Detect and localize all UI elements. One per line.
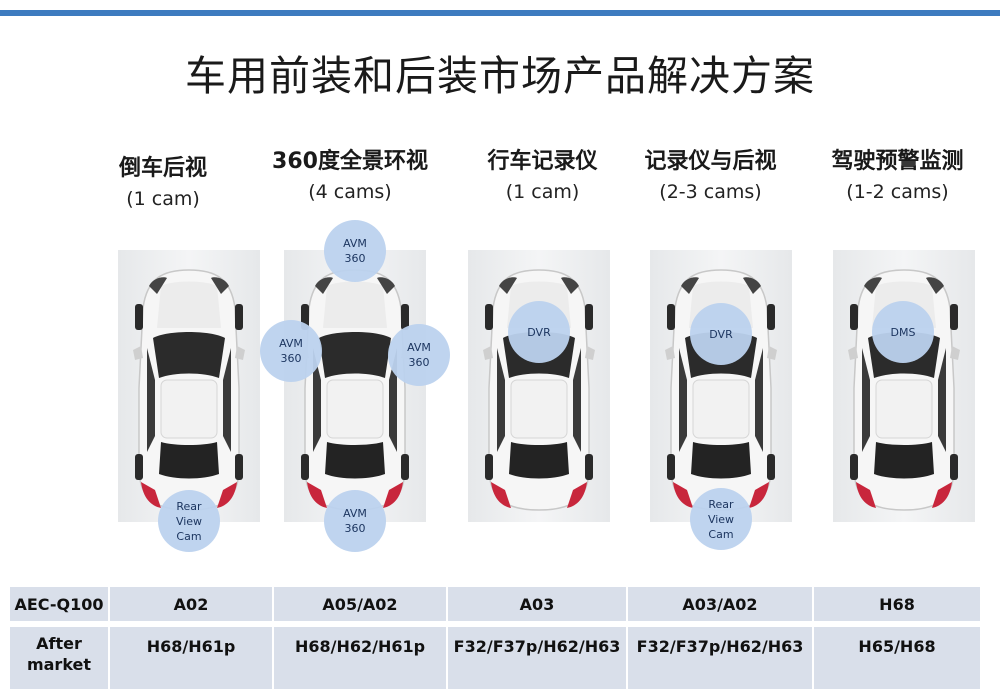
dms-bubble: DMS xyxy=(872,301,934,363)
column-title: 行车记录仪 xyxy=(487,149,598,174)
rear-view-cam-bubble: Rear View Cam xyxy=(158,490,220,552)
row-label: AEC-Q100 xyxy=(10,587,110,621)
column-header-rear-view: 倒车后视 (1 cam) xyxy=(88,150,238,210)
column-cams: (1-2 cams) xyxy=(846,181,949,203)
table-cell: H65/H68 xyxy=(814,627,982,689)
table-cell: H68/H61p xyxy=(110,627,274,689)
table-cell: H68 xyxy=(814,587,982,621)
column-header-dvr-rear: 记录仪与后视 (2-3 cams) xyxy=(628,143,793,203)
column-header-dms: 驾驶预警监测 (1-2 cams) xyxy=(810,143,985,203)
table-cell: A03 xyxy=(448,587,628,621)
table-cell: A05/A02 xyxy=(274,587,448,621)
car-top-view-icon xyxy=(133,269,245,511)
slide-title: 车用前装和后装市场产品解决方案 xyxy=(185,52,815,100)
avm-left-bubble: AVM 360 xyxy=(260,320,322,382)
table-row-aftermarket: After market H68/H61p H68/H62/H61p F32/F… xyxy=(10,627,982,689)
column-header-dvr: 行车记录仪 (1 cam) xyxy=(460,143,625,203)
dvr-bubble: DVR xyxy=(690,303,752,365)
table-cell: A02 xyxy=(110,587,274,621)
car-image-dms xyxy=(833,250,975,522)
table-cell: A03/A02 xyxy=(628,587,814,621)
table-row-aec-q100: AEC-Q100 A02 A05/A02 A03 A03/A02 H68 xyxy=(10,587,982,621)
row-label: After market xyxy=(10,627,110,689)
car-image-dvr-rear xyxy=(650,250,792,522)
car-image-avm360 xyxy=(284,250,426,522)
table-cell: F32/F37p/H62/H63 xyxy=(448,627,628,689)
car-image-dvr xyxy=(468,250,610,522)
table-cell: F32/F37p/H62/H63 xyxy=(628,627,814,689)
top-accent-rule xyxy=(0,10,1000,16)
column-title: 记录仪与后视 xyxy=(644,149,777,174)
column-cams: (1 cam) xyxy=(126,188,200,210)
column-title: 驾驶预警监测 xyxy=(831,149,964,174)
column-title: 倒车后视 xyxy=(118,156,207,181)
table-cell: H68/H62/H61p xyxy=(274,627,448,689)
avm-right-bubble: AVM 360 xyxy=(388,324,450,386)
column-cams: (2-3 cams) xyxy=(659,181,762,203)
column-cams: (1 cam) xyxy=(505,181,580,203)
car-image-rear-view xyxy=(118,250,260,522)
avm-rear-bubble: AVM 360 xyxy=(324,490,386,552)
avm-front-bubble: AVM 360 xyxy=(324,220,386,282)
column-header-avm360: 360度全景环视 (4 cams) xyxy=(255,143,445,203)
column-cams: (4 cams) xyxy=(308,181,392,203)
car-top-view-icon xyxy=(299,269,411,511)
dvr-bubble: DVR xyxy=(508,301,570,363)
spec-table: AEC-Q100 A02 A05/A02 A03 A03/A02 H68 Aft… xyxy=(10,587,982,689)
rear-view-cam-bubble: Rear View Cam xyxy=(690,488,752,550)
column-title: 360度全景环视 xyxy=(272,149,428,174)
